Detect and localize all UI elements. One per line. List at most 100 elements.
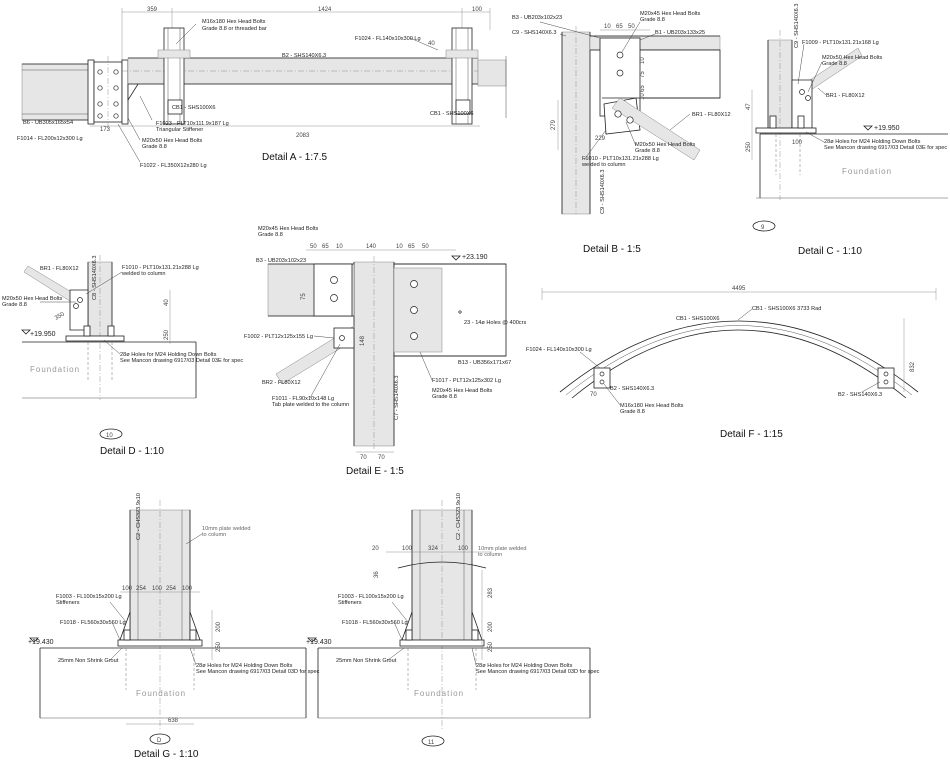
detail-c-title: Detail C - 1:10 (798, 246, 862, 257)
label-f1009: F1009 - PLT10x131.21x168 Lg (802, 40, 879, 46)
dim-e-148: 148 (360, 335, 366, 346)
dim-g-100e: 100 (458, 546, 469, 552)
label-holes-g-right: 28ø Holes for M24 Holding Down Bolts (476, 663, 573, 669)
detail-b-title: Detail B - 1:5 (583, 244, 641, 255)
label-f1010-b: F1010 - PLT10x131.21x288 Lg (582, 156, 659, 162)
detail-b: 10 65 50 10 75 65 10 229 279 B3 - UB203x… (512, 11, 731, 255)
label-c8: C8 - SHS140X6.3 (92, 256, 98, 300)
label-b13: B13 - UB356x171x67 (458, 360, 511, 366)
label-c9: C9 - SHS140X6.3 (512, 30, 556, 36)
label-f1003-left: F1003 - FL100x15x200 Lg (56, 594, 122, 600)
detail-f-title: Detail F - 1:15 (720, 429, 783, 440)
detail-f: 4495 832 70 CB1 - SHS100X6 3733 Rad CB1 … (526, 286, 937, 440)
label-cb1-left: CB1 - SHS100X6 (172, 105, 216, 111)
dim-g-254a: 254 (136, 586, 147, 592)
label-b6: B6 - UB305x165x54 (23, 120, 73, 126)
dim-g-283: 283 (488, 587, 494, 598)
label-br1-b: BR1 - FL80X12 (692, 112, 731, 118)
label-f1018-right: F1018 - FL560x30x560 Lg (342, 620, 408, 626)
level-d: +19.950 (30, 331, 56, 338)
label-m20-b4: Grade 8.8 (635, 148, 660, 154)
label-m20-e2: Grade 8.8 (258, 232, 283, 238)
dim-d-250: 250 (164, 329, 170, 340)
label-holes-d2: See Mancon drawing 6917/03 Detail 03E fo… (120, 358, 243, 364)
note-g-right-2: to column (478, 552, 502, 558)
note-g-right: 10mm plate welded (478, 546, 527, 552)
label-c2-left: C2 - CHS323.9x10 (136, 493, 142, 540)
label-f1024: F1024 - FL140x10x300 Lg (355, 36, 421, 42)
label-m20-e4: Grade 8.8 (432, 394, 457, 400)
label-m20-a: M20x50 Hex Head Bolts (142, 138, 203, 144)
level-e: +23.190 (462, 254, 488, 261)
dim-e-50b: 50 (422, 244, 429, 250)
note-g-left-2: to column (202, 532, 226, 538)
dim-g-250b: 250 (488, 641, 494, 652)
dim-e-140: 140 (366, 244, 377, 250)
label-f1023-b: Triangular Stiffener (156, 127, 203, 133)
dim-g-638: 638 (168, 718, 179, 724)
detail-a: 359 1424 100 (17, 7, 507, 169)
label-b2-f: B2 - SHS140X6.3 (610, 386, 654, 392)
beam-b6 (21, 63, 91, 121)
label-b2-f2: B2 - SHS140X6.3 (838, 392, 882, 398)
dim-e-10a: 10 (336, 244, 343, 250)
label-br2: BR2 - FL80X12 (262, 380, 301, 386)
label-foundation-d: Foundation (30, 365, 80, 374)
dim-a-100: 100 (472, 7, 483, 13)
dim-g-100a: 100 (122, 586, 133, 592)
label-cb1-f2: CB1 - SHS100X6 (676, 316, 720, 322)
detail-g-left: Foundation 100 254 100 254 100 200 250 6… (28, 493, 320, 760)
label-m20-d: M20x50 Hex Head Bolts (2, 296, 63, 302)
level-g-right: +19.430 (306, 639, 332, 646)
dim-b-65b: 65 (640, 85, 646, 92)
dim-f-832: 832 (910, 361, 916, 372)
note-g-left: 10mm plate welded (202, 526, 251, 532)
label-f1002: F1002 - PLT12x125x155 Lg (244, 334, 313, 340)
label-c9-c: C9 - SHS140X6.3 (794, 4, 800, 48)
ref-bubble-d (149, 733, 171, 745)
dim-g-100b: 100 (152, 586, 163, 592)
ref-11: 11 (428, 740, 435, 746)
label-f1022: F1022 - FL350X12x280 Lg (140, 163, 207, 169)
label-m16-bolts: M16x180 Hex Head Bolts (202, 19, 266, 25)
dim-g-200: 200 (216, 621, 222, 632)
dim-d-40: 40 (164, 299, 170, 306)
label-cb1-right: CB1 - SHS100X6 (430, 111, 474, 117)
dim-g-250: 250 (216, 641, 222, 652)
dim-g-100c: 100 (182, 586, 193, 592)
dim-g-100d: 100 (402, 546, 413, 552)
dim-e-50: 50 (310, 244, 317, 250)
label-m20-d2: Grade 8.8 (2, 302, 27, 308)
ref-9: 9 (761, 225, 765, 231)
dim-d-350: 350 (54, 311, 66, 322)
label-holes-e: 23 - 14ø Holes @ 400crs (464, 320, 526, 326)
dim-g-324: 324 (428, 546, 439, 552)
dim-a-2083: 2083 (296, 133, 310, 139)
dim-e-65a: 65 (322, 244, 329, 250)
label-br1-d: BR1 - FL80X12 (40, 266, 79, 272)
dim-c-100: 100 (792, 140, 803, 146)
dim-a-1424: 1424 (318, 7, 332, 13)
dim-a-173: 173 (100, 127, 111, 133)
label-br1-c: BR1 - FL80X12 (826, 93, 865, 99)
label-foundation-g-right: Foundation (414, 689, 464, 698)
label-f1010-d2: welded to column (121, 271, 166, 277)
dim-g-254b: 254 (166, 586, 177, 592)
detail-d: Foundation +19.950 350 40 250 C8 - SHS14… (2, 255, 243, 457)
dim-e-70b: 70 (378, 455, 385, 461)
label-c2-right: C2 - CHS323.9x10 (456, 493, 462, 540)
label-c7: C7 - SHS140X6.3 (394, 376, 400, 420)
label-f1010-d: F1010 - PLT10x131.21x288 Lg (122, 265, 199, 271)
label-f1014: F1014 - FL200x12x300 Lg (17, 136, 83, 142)
dim-c-250: 250 (746, 141, 752, 152)
dim-b-10a: 10 (604, 24, 611, 30)
detail-g-title: Detail G - 1:10 (134, 749, 199, 760)
label-f1010-b2: welded to column (581, 162, 626, 168)
dim-g-200b: 200 (488, 621, 494, 632)
detail-e: 50 65 10 140 10 65 50 75 148 70 70 +23.1… (244, 226, 526, 477)
ref-bubble-11 (421, 735, 445, 747)
label-f1023: F1023 - PLT10x111.9x187 Lg (156, 121, 229, 127)
label-f1024-f: F1024 - FL140x10x300 Lg (526, 347, 592, 353)
dim-f-70: 70 (590, 392, 597, 398)
label-m20-b3: M20x50 Hex Head Bolts (635, 142, 696, 148)
